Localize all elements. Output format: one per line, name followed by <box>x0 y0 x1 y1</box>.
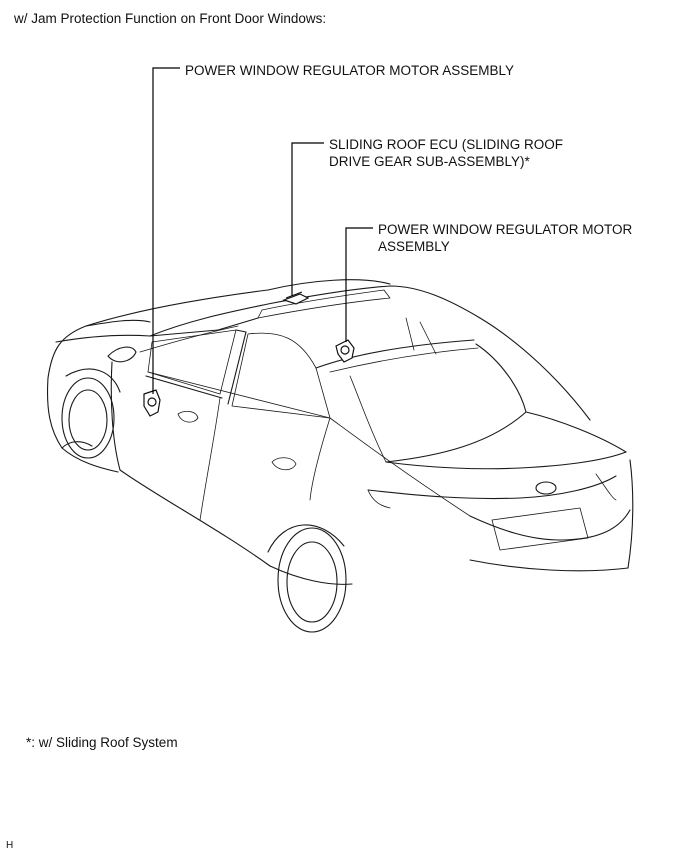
diagram-heading: w/ Jam Protection Function on Front Door… <box>14 11 327 26</box>
label-rear-power-window-motor-line2: ASSEMBLY <box>378 239 450 254</box>
label-front-power-window-motor: POWER WINDOW REGULATOR MOTOR ASSEMBLY <box>185 63 515 78</box>
footnote: *: w/ Sliding Roof System <box>26 735 178 750</box>
front-window-motor-part <box>143 389 161 417</box>
label-sliding-roof-ecu: SLIDING ROOF ECU (SLIDING ROOF DRIVE GEA… <box>329 136 563 170</box>
label-sliding-roof-ecu-line1: SLIDING ROOF ECU (SLIDING ROOF <box>329 137 564 152</box>
sliding-roof-ecu-part <box>282 291 310 305</box>
label-sliding-roof-ecu-line2: DRIVE GEAR SUB-ASSEMBLY)* <box>329 154 530 169</box>
figure-id: H <box>6 840 14 851</box>
leader-line-sliding-roof <box>291 142 324 296</box>
car-outline <box>47 279 634 633</box>
label-rear-power-window-motor-line1: POWER WINDOW REGULATOR MOTOR <box>378 222 633 237</box>
label-rear-power-window-motor: POWER WINDOW REGULATOR MOTOR ASSEMBLY <box>378 221 632 255</box>
leader-line-rear-motor <box>345 227 373 342</box>
leader-line-front-motor <box>152 67 180 394</box>
rear-window-motor-part <box>335 339 355 363</box>
